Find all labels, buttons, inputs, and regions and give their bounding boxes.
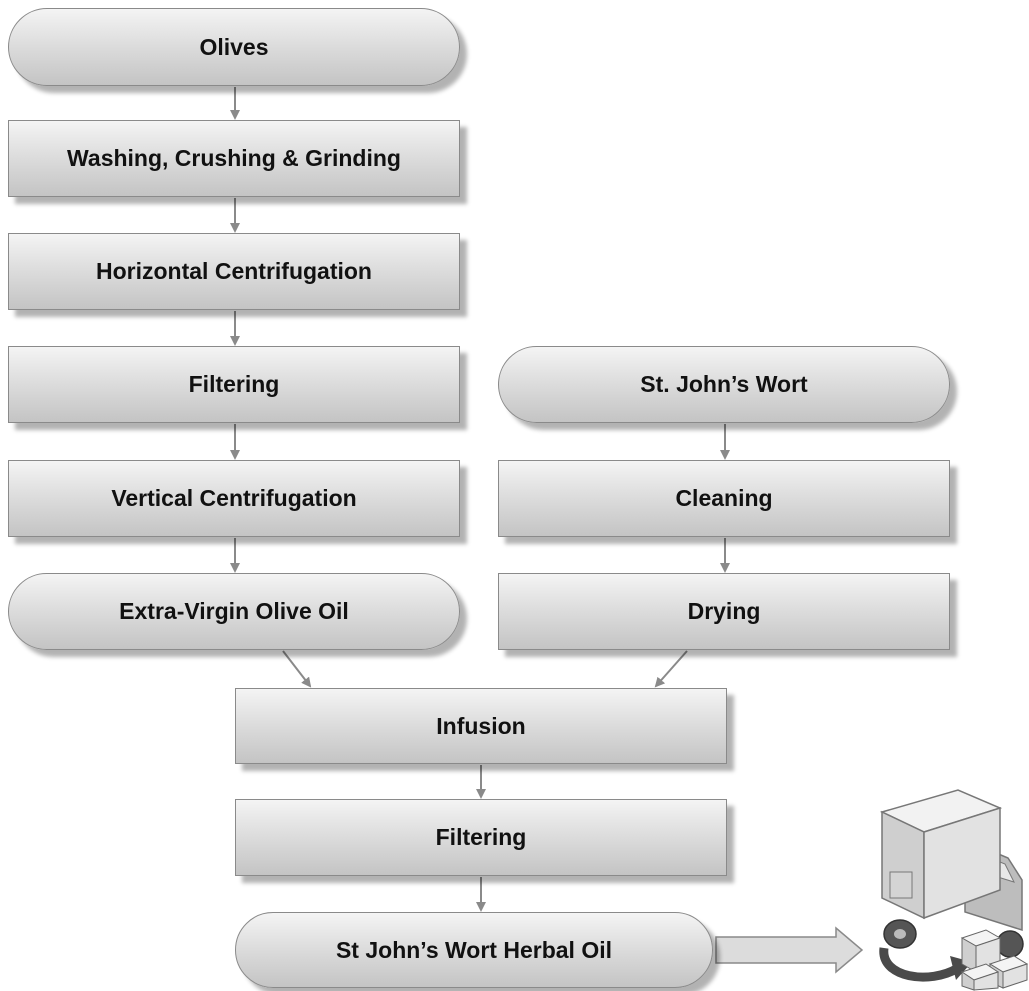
- node-extra-virgin-olive-oil: Extra-Virgin Olive Oil: [8, 573, 460, 650]
- node-st-johns-wort-herbal-oil: St John’s Wort Herbal Oil: [235, 912, 713, 988]
- arrow-drying-to-infusion: [654, 650, 688, 688]
- node-st-johns-wort: St. John’s Wort: [498, 346, 950, 423]
- node-horizontal-centrifugation: Horizontal Centrifugation: [8, 233, 460, 310]
- node-vertical-label: Vertical Centrifugation: [111, 485, 357, 511]
- arrow-evoo-to-infusion: [282, 650, 312, 688]
- node-evoo-label: Extra-Virgin Olive Oil: [119, 598, 349, 624]
- node-cleaning: Cleaning: [498, 460, 950, 537]
- node-herbal-oil-label: St John’s Wort Herbal Oil: [335, 936, 613, 963]
- arrow-to-delivery: [715, 926, 864, 974]
- node-washing-crushing-grinding: Washing, Crushing & Grinding: [8, 120, 460, 197]
- delivery-truck-icon: [879, 789, 1029, 991]
- node-drying-label: Drying: [687, 598, 761, 624]
- node-drying: Drying: [498, 573, 950, 650]
- node-olives: Olives: [8, 8, 460, 86]
- node-washing-label: Washing, Crushing & Grinding: [67, 145, 401, 171]
- node-filtering-1-label: Filtering: [188, 371, 280, 397]
- node-infusion-label: Infusion: [436, 712, 526, 739]
- node-vertical-centrifugation: Vertical Centrifugation: [8, 460, 460, 537]
- node-horizontal-label: Horizontal Centrifugation: [96, 258, 372, 284]
- node-infusion: Infusion: [235, 688, 727, 764]
- node-filtering-1: Filtering: [8, 346, 460, 423]
- node-cleaning-label: Cleaning: [675, 485, 773, 511]
- node-olives-label: Olives: [199, 33, 269, 60]
- node-filtering-2: Filtering: [235, 799, 727, 876]
- node-filtering-2-label: Filtering: [435, 824, 527, 850]
- node-stjohns-label: St. John’s Wort: [640, 371, 808, 397]
